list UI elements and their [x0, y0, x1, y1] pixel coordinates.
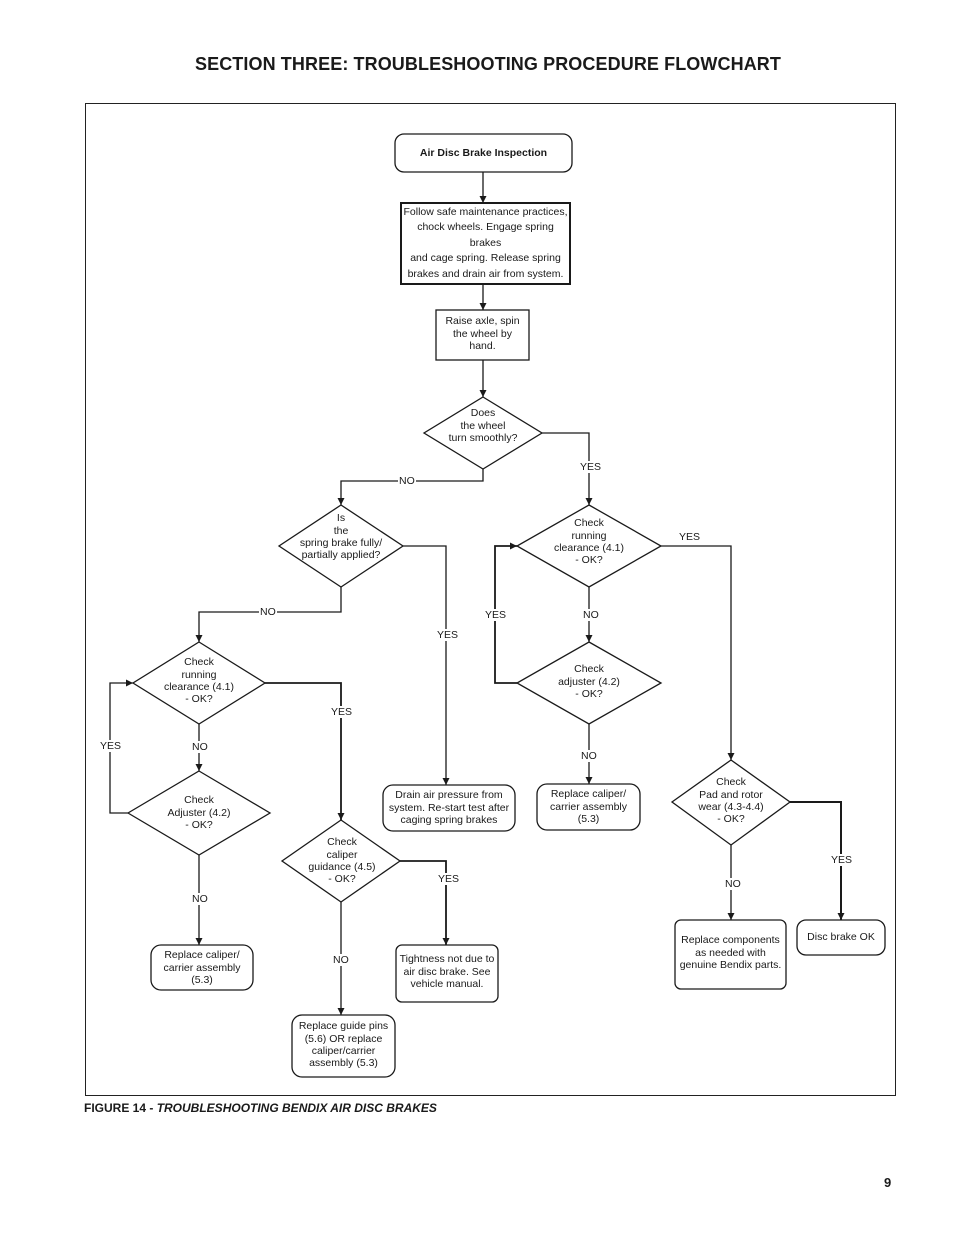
label-left-adjuster-no: NO: [191, 893, 209, 905]
left-adjuster-text: Check Adjuster (4.2) - OK?: [167, 794, 231, 832]
left-replace-box: [150, 944, 254, 991]
label-right-adjuster-no: NO: [580, 750, 598, 762]
start-text: Air Disc Brake Inspection: [419, 146, 548, 159]
label-guidance-yes: YES: [437, 873, 461, 885]
label-pad-rotor-yes: YES: [830, 854, 854, 866]
figure-label: FIGURE 14 -: [84, 1101, 157, 1115]
figure-caption: FIGURE 14 - TROUBLESHOOTING BENDIX AIR D…: [84, 1101, 437, 1115]
guide-pins-box: [291, 1014, 396, 1078]
figure-caption-text: TROUBLESHOOTING BENDIX AIR DISC BRAKES: [156, 1101, 437, 1115]
right-clearance-text: Check running clearance (4.1) - OK?: [553, 517, 625, 567]
tightness-box: [395, 944, 499, 1003]
safety-box: [400, 202, 571, 285]
raise-axle-text: Raise axle, spin the wheel by hand.: [445, 315, 520, 353]
replace-components-text: Replace components as needed with genuin…: [679, 934, 782, 972]
label-left-adjuster-yes: YES: [99, 740, 123, 752]
label-spring-no: NO: [259, 606, 277, 618]
page-number: 9: [884, 1175, 892, 1190]
label-left-clearance-yes: YES: [330, 706, 354, 718]
left-replace-text: Replace caliper/ carrier assembly (5.3): [163, 949, 241, 987]
guidance-text: Check caliper guidance (4.5) - OK?: [308, 836, 376, 886]
label-guidance-no: NO: [332, 954, 350, 966]
spring-brake-text: Is the spring brake fully/ partially app…: [299, 512, 383, 562]
label-right-clearance-no: NO: [582, 609, 600, 621]
label-right-adjuster-yes: YES: [484, 609, 508, 621]
label-right-clearance-yes: YES: [678, 531, 702, 543]
label-pad-rotor-no: NO: [724, 878, 742, 890]
drain-air-text: Drain air pressure from system. Re-start…: [388, 789, 510, 827]
label-wheel-no: NO: [398, 475, 416, 487]
flowchart-frame: [85, 103, 896, 1096]
right-adjuster-text: Check adjuster (4.2) - OK?: [558, 663, 620, 701]
wheel-turn-text: Does the wheel turn smoothly?: [448, 407, 518, 445]
tightness-text: Tightness not due to air disc brake. See…: [399, 953, 495, 991]
guide-pins-text: Replace guide pins (5.6) OR replace cali…: [298, 1020, 389, 1070]
label-wheel-yes: YES: [579, 461, 603, 473]
page-title: SECTION THREE: TROUBLESHOOTING PROCEDURE…: [195, 54, 781, 74]
drain-air-box: [382, 784, 516, 832]
safety-text: Follow safe maintenance practices, chock…: [403, 205, 568, 280]
left-clearance-text: Check running clearance (4.1) - OK?: [163, 656, 235, 706]
pad-rotor-text: Check Pad and rotor wear (4.3-4.4) - OK?: [698, 776, 764, 826]
label-spring-yes: YES: [436, 629, 460, 641]
disc-ok-text: Disc brake OK: [807, 931, 875, 944]
right-replace-text: Replace caliper/ carrier assembly (5.3): [549, 788, 628, 826]
label-left-clearance-no: NO: [191, 741, 209, 753]
